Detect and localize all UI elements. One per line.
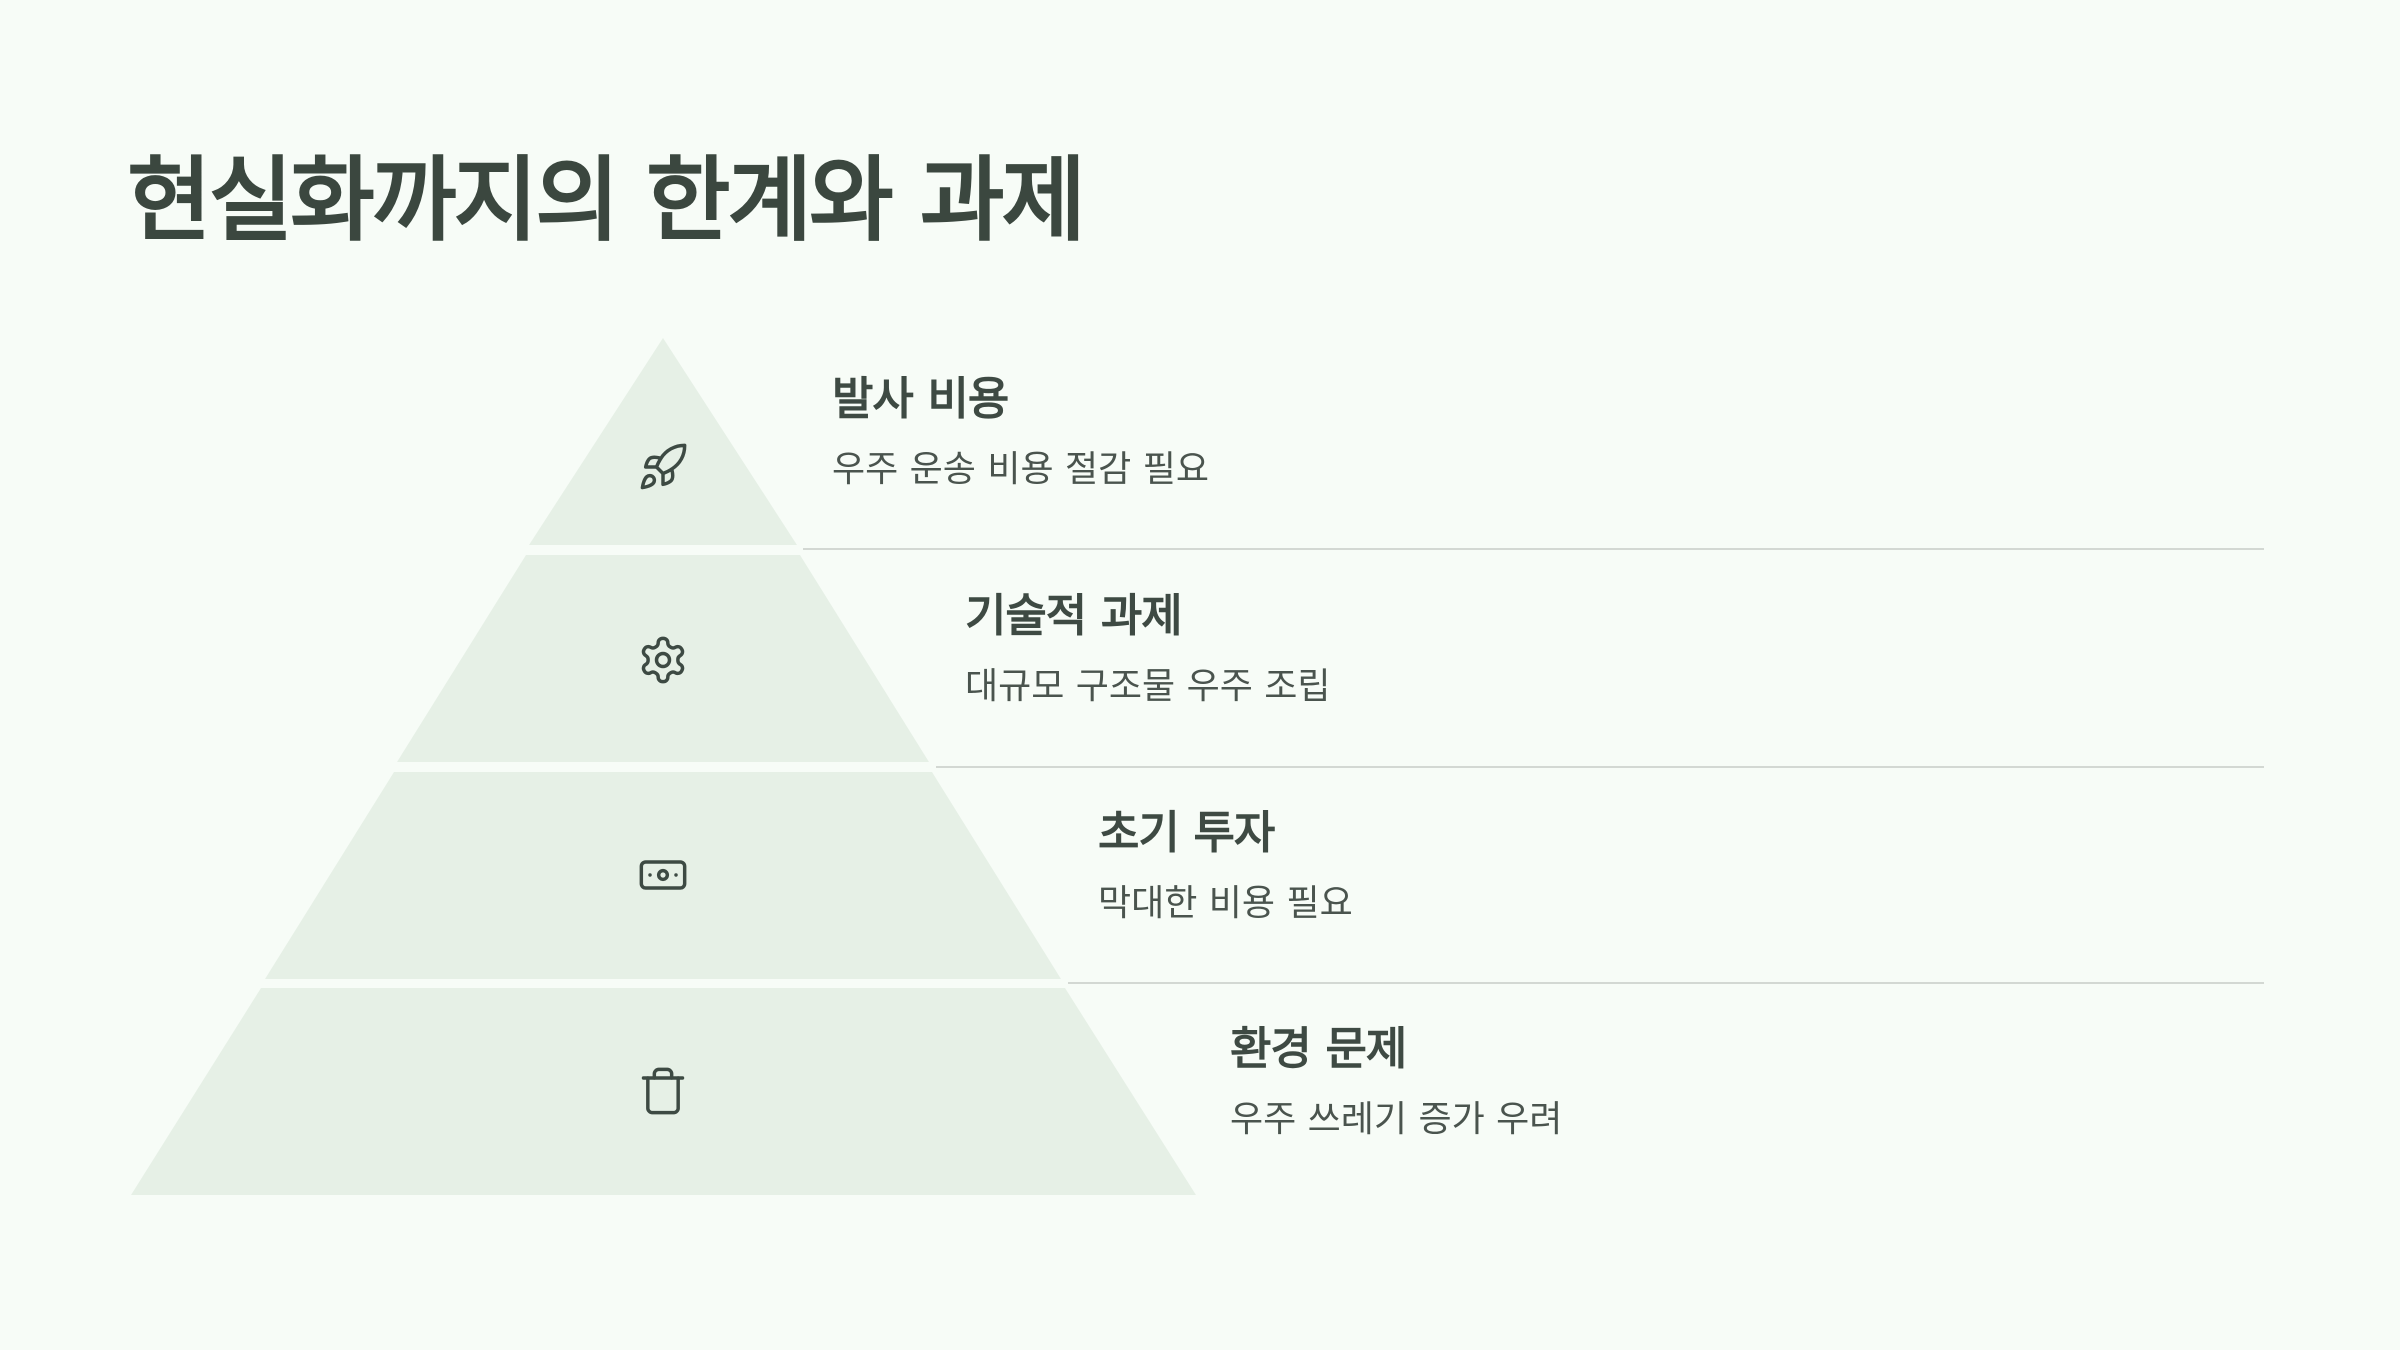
gear-icon: [637, 634, 689, 686]
level-description: 우주 쓰레기 증가 우려: [1230, 1099, 1563, 1140]
level-description: 우주 운송 비용 절감 필요: [832, 449, 1209, 490]
level-heading: 초기 투자: [1098, 806, 1275, 859]
level-heading: 환경 문제: [1230, 1022, 1407, 1075]
pyramid-tier-3: [265, 772, 1061, 979]
level-4-text: 환경 문제 우주 쓰레기 증가 우려: [1230, 1022, 1562, 1141]
level-1-text: 발사 비용 우주 운송 비용 절감 필요: [832, 372, 1209, 491]
level-description: 대규모 구조물 우주 조립: [965, 666, 1331, 707]
level-description: 막대한 비용 필요: [1098, 883, 1353, 924]
banknote-icon: [637, 849, 689, 901]
pyramid-tier-2: [397, 555, 929, 762]
rocket-icon: [637, 441, 689, 493]
pyramid-tier-4: [131, 988, 1196, 1195]
level-heading: 기술적 과제: [965, 589, 1183, 642]
pyramid-tier-1: [529, 338, 797, 545]
trash-can-icon: [637, 1065, 689, 1117]
level-3-text: 초기 투자 막대한 비용 필요: [1098, 806, 1353, 925]
level-heading: 발사 비용: [832, 372, 1009, 425]
page-title: 현실화까지의 한계와 과제: [127, 147, 1086, 254]
level-2-text: 기술적 과제 대규모 구조물 우주 조립: [965, 589, 1331, 708]
